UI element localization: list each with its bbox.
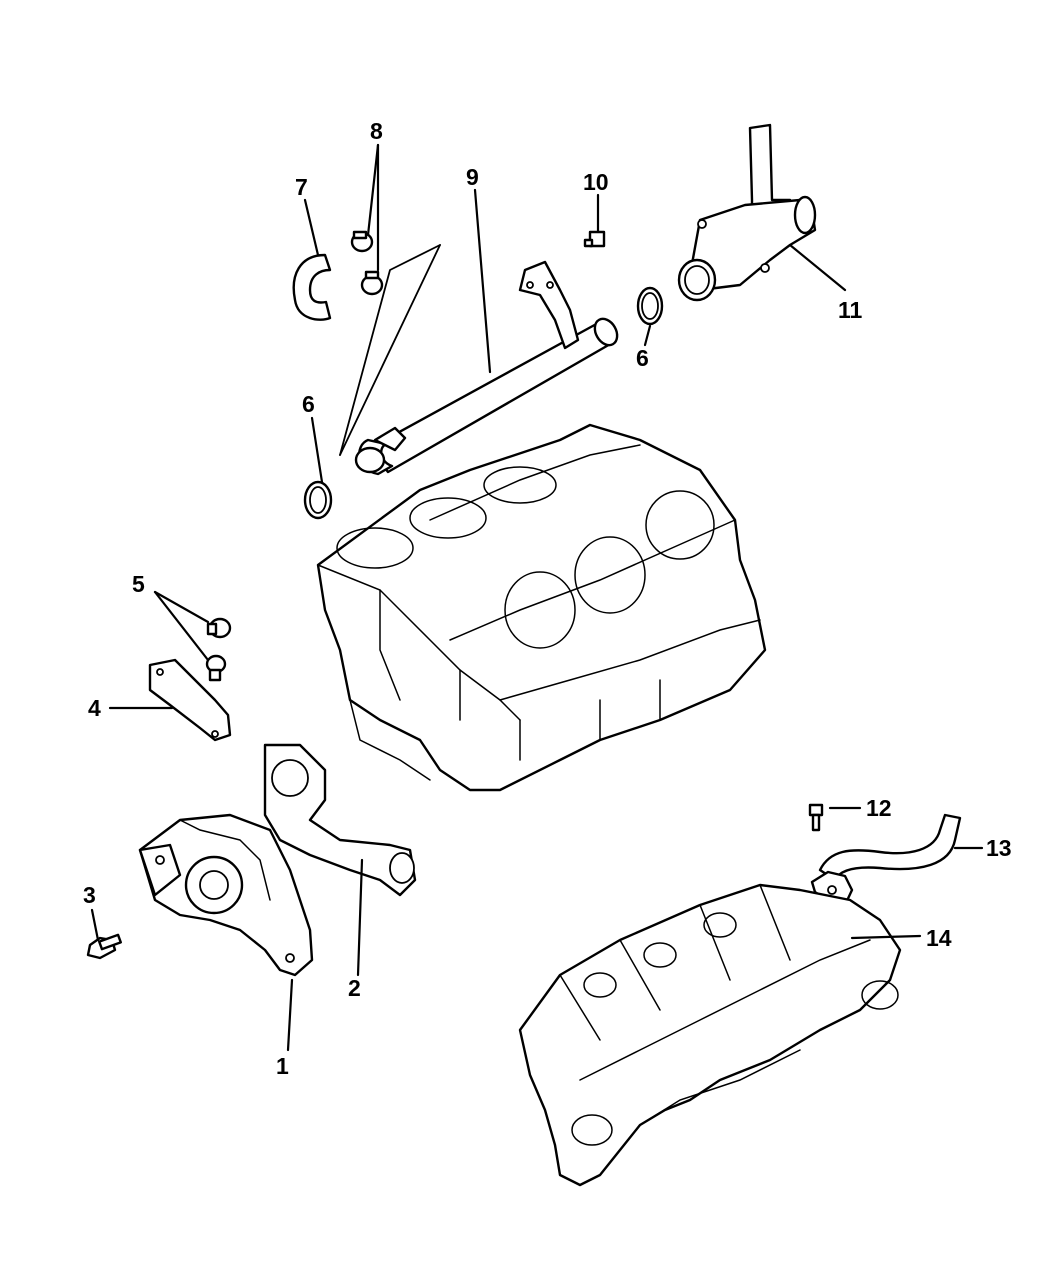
- water-outlet-pipe: [354, 260, 619, 476]
- callout-3: 3: [83, 882, 96, 908]
- bracket-bolts: [205, 617, 232, 682]
- callout-8: 8: [370, 118, 383, 144]
- water-pump: [138, 813, 314, 977]
- callout-2: 2: [348, 975, 361, 1001]
- callout-11: 11: [838, 297, 863, 323]
- hose-clamps: [350, 230, 384, 296]
- intake-manifold: [518, 883, 902, 1187]
- callout-1: 1: [276, 1053, 289, 1079]
- callouts: 1 2 3 4 5 6 6 7 8 9 10 11 12 13 14: [83, 118, 1012, 1079]
- water-inlet-housing: [677, 123, 817, 302]
- bolt-3: [86, 933, 122, 960]
- water-pump-gasket: [263, 743, 417, 897]
- coolant-tube: [810, 813, 962, 907]
- engine-block: [316, 423, 767, 792]
- mounting-bracket: [148, 658, 232, 742]
- callout-4: 4: [88, 695, 101, 721]
- callout-14: 14: [926, 925, 952, 951]
- callout-6-lower: 6: [302, 391, 315, 417]
- bolt-12: [808, 803, 824, 832]
- callout-12: 12: [866, 795, 892, 821]
- leader-lines: [90, 143, 984, 1052]
- callout-10: 10: [583, 169, 609, 195]
- callout-7: 7: [295, 174, 308, 200]
- callout-13: 13: [986, 835, 1012, 861]
- bolt-10: [583, 230, 606, 248]
- callout-5: 5: [132, 571, 145, 597]
- callout-9: 9: [466, 164, 479, 190]
- bypass-hose: [292, 253, 332, 321]
- callout-6-upper: 6: [636, 345, 649, 371]
